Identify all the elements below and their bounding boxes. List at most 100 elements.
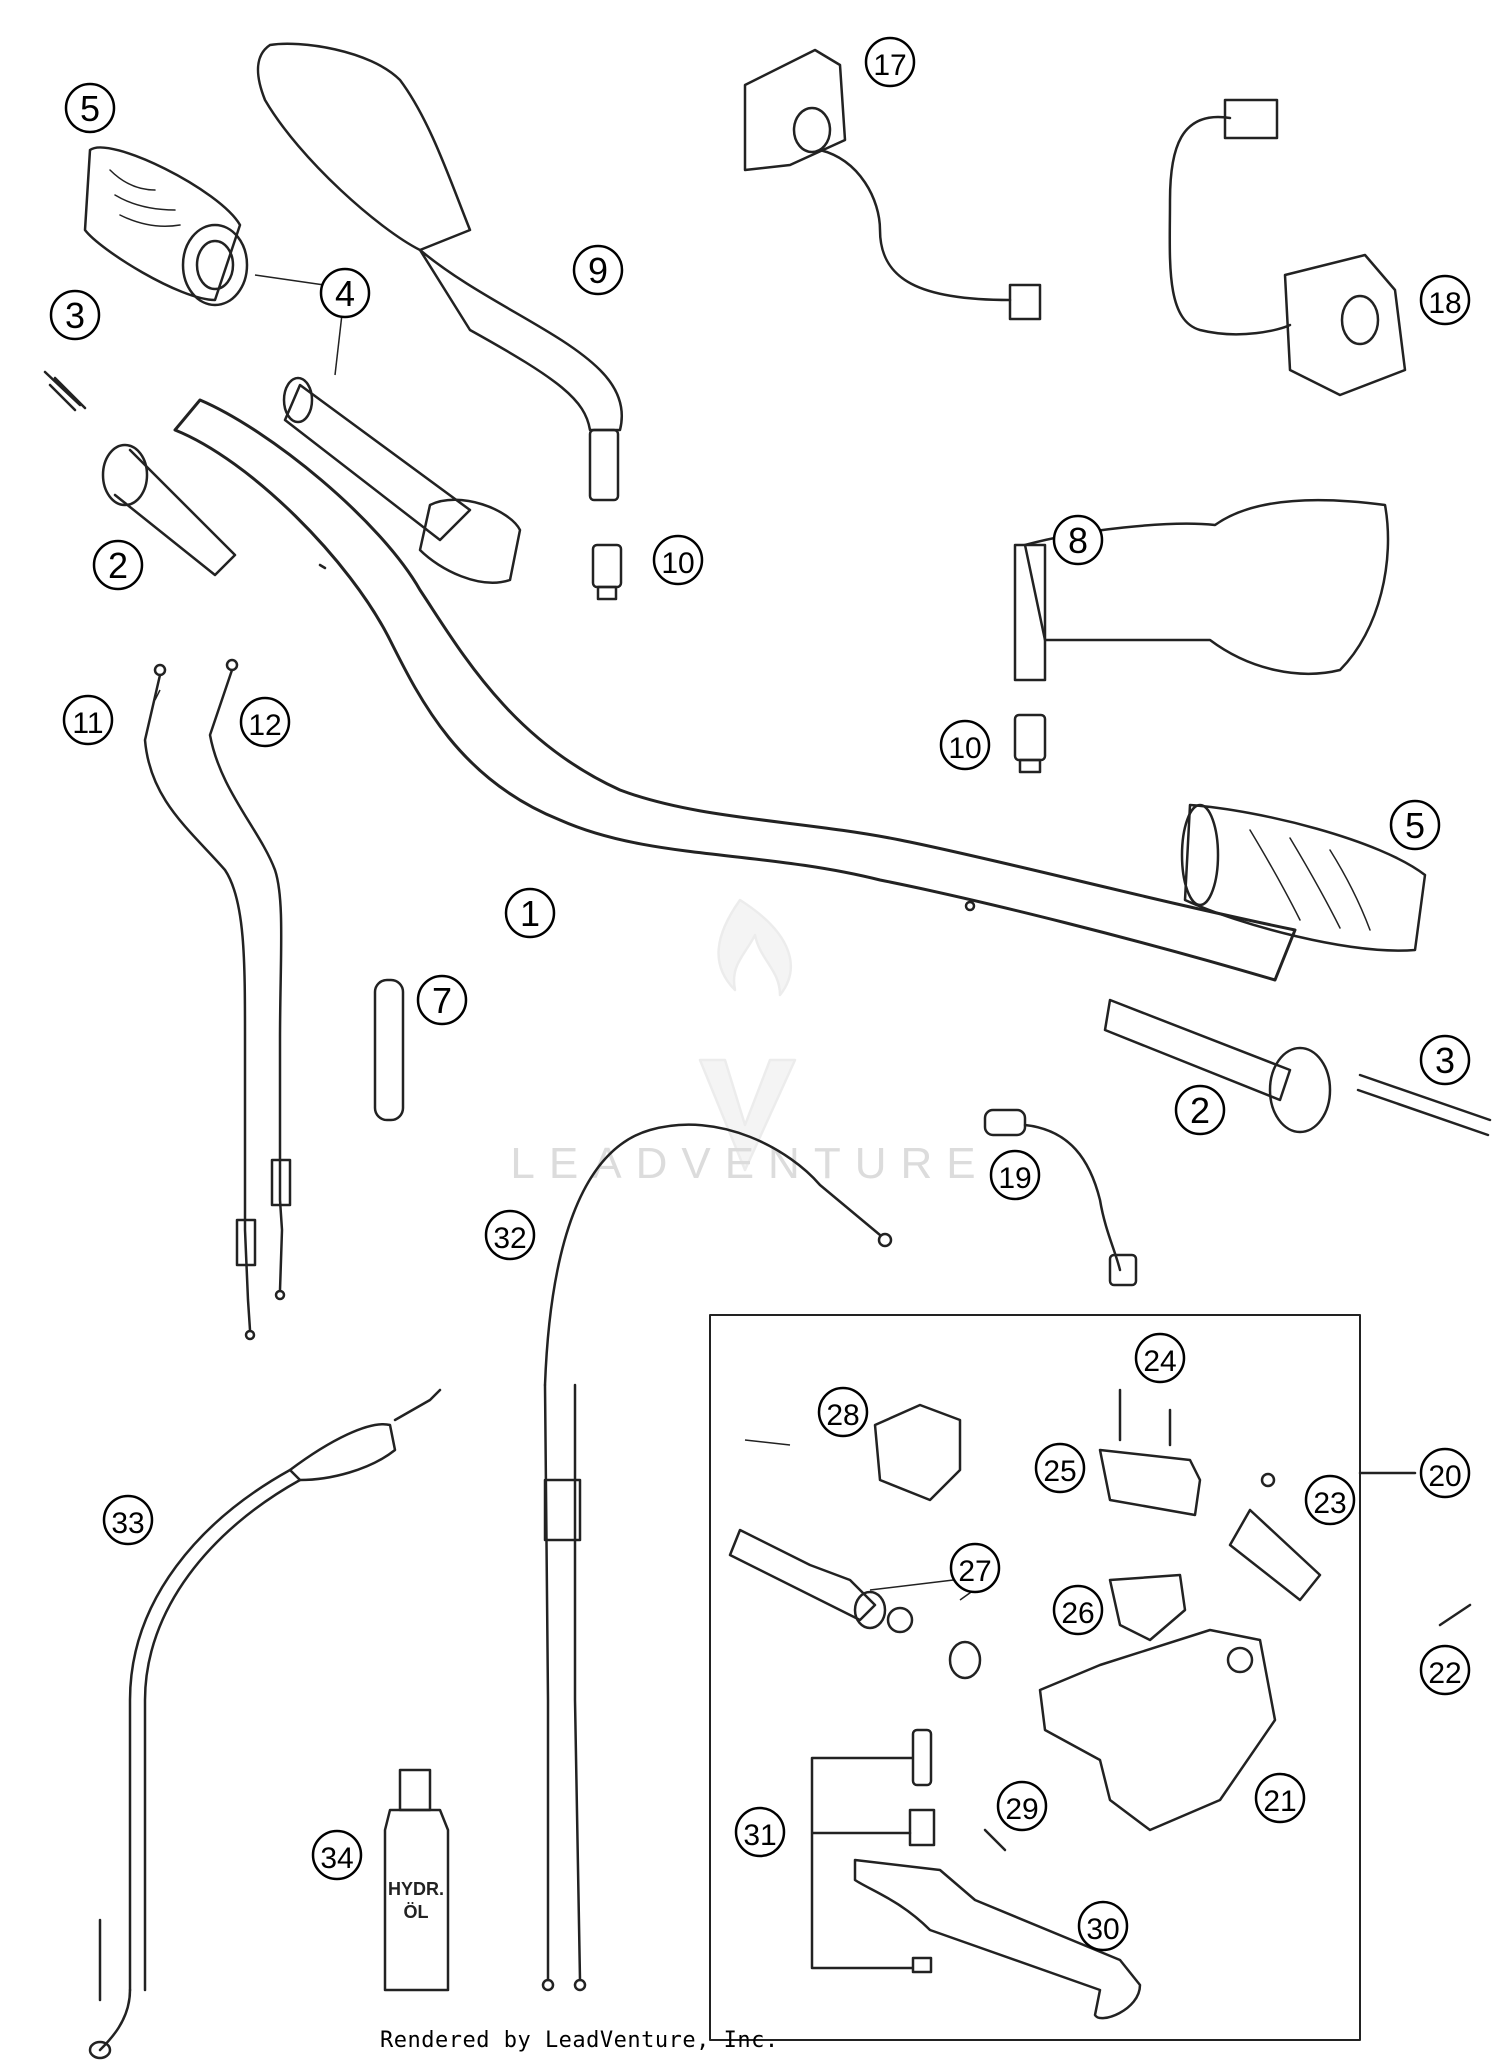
handlebar <box>173 398 1297 982</box>
callout-34: 34 <box>311 1829 363 1881</box>
callout-31: 31 <box>734 1806 786 1858</box>
callout-1: 1 <box>504 887 556 939</box>
svg-text:17: 17 <box>873 49 906 82</box>
bottle-label-line2: ÖL <box>404 1902 429 1922</box>
svg-text:31: 31 <box>743 1819 776 1852</box>
callout-17: 17 <box>864 36 916 88</box>
callout-25: 25 <box>1034 1442 1086 1494</box>
callout-4: 4 <box>319 267 371 319</box>
callout-20: 20 <box>1419 1447 1471 1499</box>
svg-text:32: 32 <box>493 1222 526 1255</box>
callout-30: 30 <box>1077 1900 1129 1952</box>
svg-text:3: 3 <box>65 295 85 336</box>
pin-29 <box>983 1828 1007 1852</box>
switch-18 <box>1168 98 1407 397</box>
watermark-text: LEADVENTURE <box>510 1139 989 1188</box>
sensor-19 <box>983 1108 1138 1287</box>
master-cylinder-21 <box>1038 1628 1277 1832</box>
callout-21: 21 <box>1254 1772 1306 1824</box>
clutch-lever-30 <box>853 1858 1142 2020</box>
mirror-right <box>1013 498 1390 774</box>
callout-23: 23 <box>1304 1474 1356 1526</box>
callout-28: 28 <box>817 1386 869 1438</box>
switch-17 <box>743 48 1042 321</box>
svg-text:2: 2 <box>1190 1090 1210 1131</box>
svg-text:3: 3 <box>1435 1040 1455 1081</box>
svg-text:22: 22 <box>1428 1657 1461 1690</box>
svg-text:30: 30 <box>1086 1913 1119 1946</box>
svg-text:5: 5 <box>1405 805 1425 846</box>
svg-text:10: 10 <box>661 547 694 580</box>
callout-3a: 3 <box>49 289 101 341</box>
callout-27: 27 <box>949 1542 1001 1594</box>
screw-22 <box>1438 1603 1472 1627</box>
bolt-left <box>43 370 87 412</box>
callout-29: 29 <box>996 1780 1048 1832</box>
callout-9: 9 <box>572 244 624 296</box>
reservoir-cover-25 <box>1098 1448 1202 1517</box>
svg-text:19: 19 <box>998 1162 1031 1195</box>
callout-33: 33 <box>102 1494 154 1546</box>
svg-text:1: 1 <box>520 893 540 934</box>
hydraulic-oil-bottle: HYDR. ÖL <box>383 1768 450 1992</box>
callout-7: 7 <box>416 974 468 1026</box>
callout-11: 11 <box>62 694 114 746</box>
clutch-cable <box>541 1123 893 1992</box>
callout-26: 26 <box>1052 1584 1104 1636</box>
screws-24 <box>1118 1388 1172 1447</box>
callout-10b: 10 <box>939 719 991 771</box>
part-28 <box>873 1403 962 1502</box>
svg-text:21: 21 <box>1263 1785 1296 1818</box>
callout-2b: 2 <box>1174 1084 1226 1136</box>
callout-2a: 2 <box>92 539 144 591</box>
svg-text:24: 24 <box>1143 1345 1176 1378</box>
svg-text:5: 5 <box>80 88 100 129</box>
callout-18: 18 <box>1419 274 1471 326</box>
svg-text:23: 23 <box>1313 1487 1346 1520</box>
svg-text:4: 4 <box>335 273 355 314</box>
svg-text:20: 20 <box>1428 1460 1461 1493</box>
svg-text:28: 28 <box>826 1399 859 1432</box>
bottle-label-line1: HYDR. <box>388 1879 444 1899</box>
svg-text:10: 10 <box>948 732 981 765</box>
part-26 <box>1108 1573 1187 1642</box>
svg-text:26: 26 <box>1061 1597 1094 1630</box>
throttle-cables <box>143 658 292 1341</box>
callout-10a: 10 <box>652 534 704 586</box>
grip-right <box>1180 803 1427 952</box>
svg-text:29: 29 <box>1005 1793 1038 1826</box>
piston-27 <box>728 1528 982 1680</box>
svg-text:8: 8 <box>1068 520 1088 561</box>
clutch-assembly-box <box>709 1314 1361 2041</box>
svg-text:2: 2 <box>108 545 128 586</box>
render-credit: Rendered by LeadVenture, Inc. <box>380 2028 779 2053</box>
callout-22: 22 <box>1419 1644 1471 1696</box>
svg-text:25: 25 <box>1043 1455 1076 1488</box>
throttle-tube <box>282 376 522 584</box>
callout-32: 32 <box>484 1209 536 1261</box>
pivot-31 <box>810 1728 936 1974</box>
grip-left <box>83 146 249 307</box>
bar-end-right <box>1103 998 1492 1137</box>
cable-clamp <box>373 978 405 1122</box>
callout-8: 8 <box>1052 514 1104 566</box>
svg-text:34: 34 <box>320 1842 353 1875</box>
watermark-logo <box>698 898 797 1172</box>
callout-19: 19 <box>989 1149 1041 1201</box>
callout-12: 12 <box>239 696 291 748</box>
svg-text:7: 7 <box>432 980 452 1021</box>
callout-3b: 3 <box>1419 1034 1471 1086</box>
adjuster-23 <box>1228 1508 1322 1602</box>
bar-end-left <box>101 443 237 577</box>
svg-text:33: 33 <box>111 1507 144 1540</box>
svg-text:18: 18 <box>1428 287 1461 320</box>
callouts: 5 17 4 9 18 3 2 10 8 11 12 10 5 1 7 3 2 … <box>49 36 1471 1952</box>
svg-text:11: 11 <box>72 707 103 740</box>
mirror-left <box>256 42 624 502</box>
mirror-adapter-top <box>591 543 623 601</box>
svg-text:27: 27 <box>958 1555 991 1588</box>
brake-line <box>88 1388 442 2060</box>
callout-5a: 5 <box>64 82 116 134</box>
svg-text:9: 9 <box>588 250 608 291</box>
